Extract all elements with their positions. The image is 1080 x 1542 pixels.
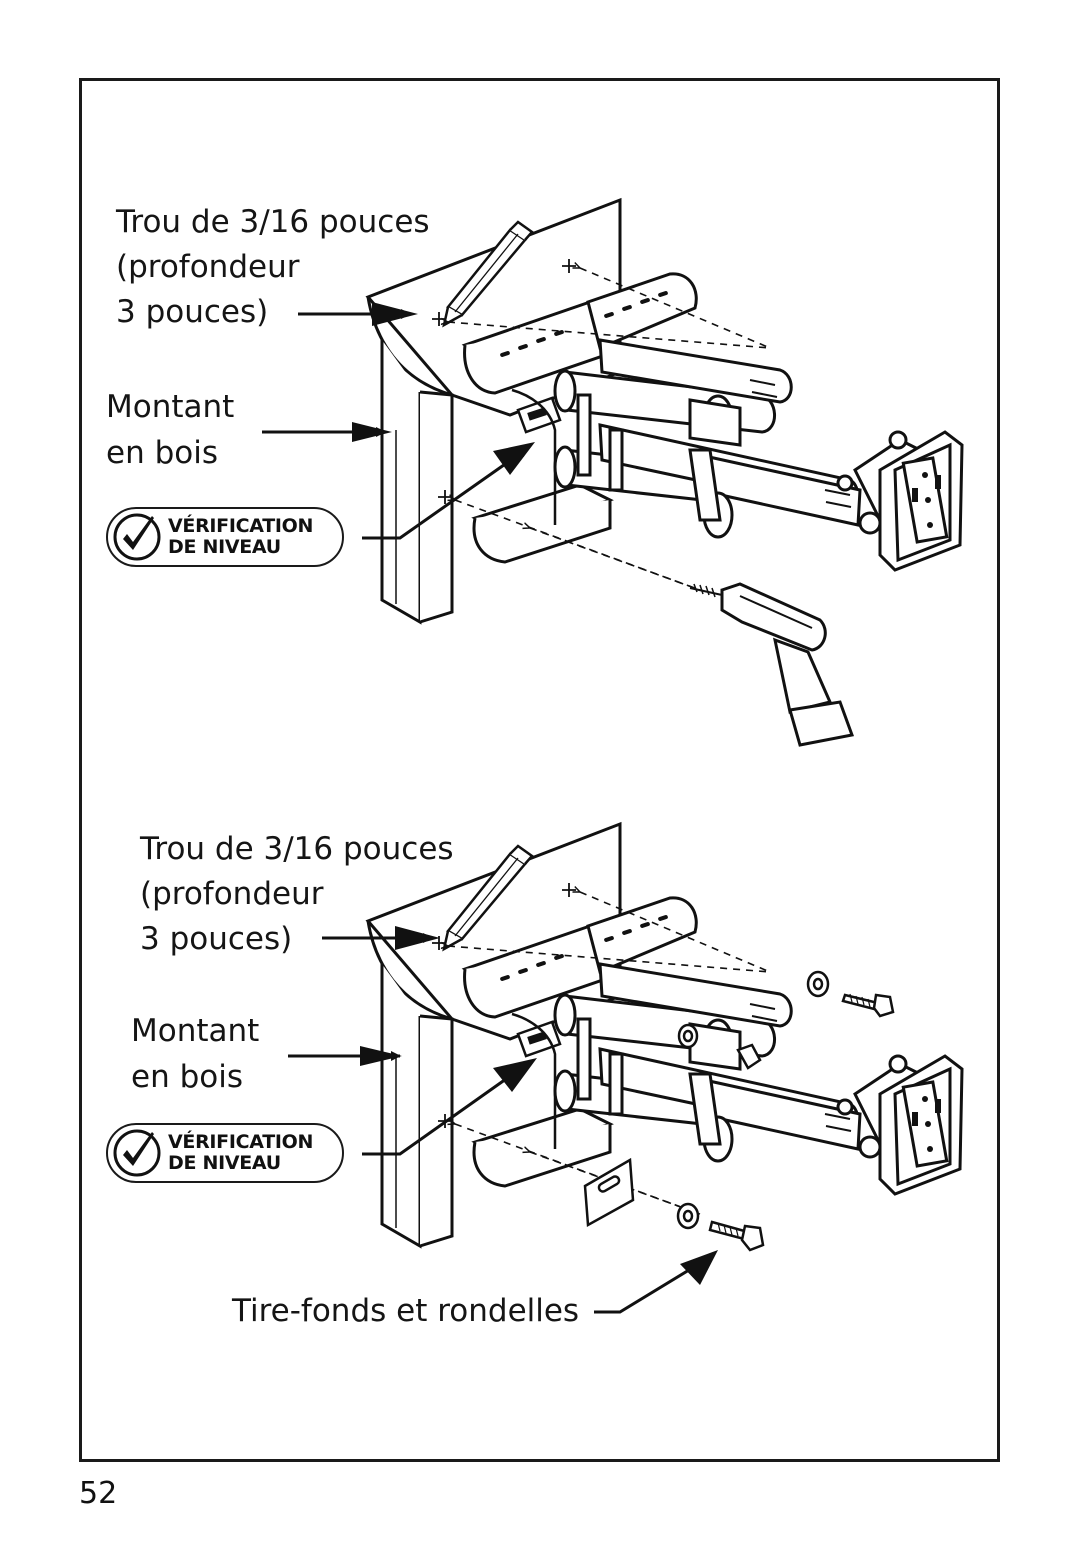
hole-label-line1: Trou de 3/16 pouces bbox=[116, 204, 430, 240]
checkmark-icon bbox=[113, 1129, 161, 1177]
hole-label-line3: 3 pouces) bbox=[116, 294, 269, 330]
level-badge-line1: VÉRIFICATION bbox=[168, 515, 314, 537]
hole-label-line3: 3 pouces) bbox=[140, 921, 293, 957]
hole-label-line2: (profondeur bbox=[140, 876, 324, 912]
level-check-badge: VÉRIFICATION DE NIVEAU bbox=[106, 507, 344, 567]
stud-label-line2: en bois bbox=[106, 435, 218, 471]
level-badge-line2: DE NIVEAU bbox=[168, 536, 281, 558]
stud-label-line2: en bois bbox=[131, 1059, 243, 1095]
level-check-badge: VÉRIFICATION DE NIVEAU bbox=[106, 1123, 344, 1183]
wall-plate bbox=[583, 1157, 635, 1228]
lag-bolt-icon bbox=[708, 993, 895, 1252]
stud-label-line1: Montant bbox=[106, 389, 235, 425]
stud-label-line1: Montant bbox=[131, 1013, 260, 1049]
drill-icon bbox=[689, 582, 855, 747]
checkmark-icon bbox=[113, 513, 161, 561]
level-badge-line2: DE NIVEAU bbox=[168, 1152, 281, 1174]
figure-frame bbox=[79, 78, 1000, 1462]
lag-bolts-label: Tire-fonds et rondelles bbox=[232, 1293, 580, 1329]
page-number: 52 bbox=[79, 1476, 118, 1511]
washer-icon bbox=[676, 970, 830, 1230]
level-badge-line1: VÉRIFICATION bbox=[168, 1131, 314, 1153]
hole-label-line1: Trou de 3/16 pouces bbox=[140, 831, 454, 867]
hole-label-line2: (profondeur bbox=[116, 249, 300, 285]
